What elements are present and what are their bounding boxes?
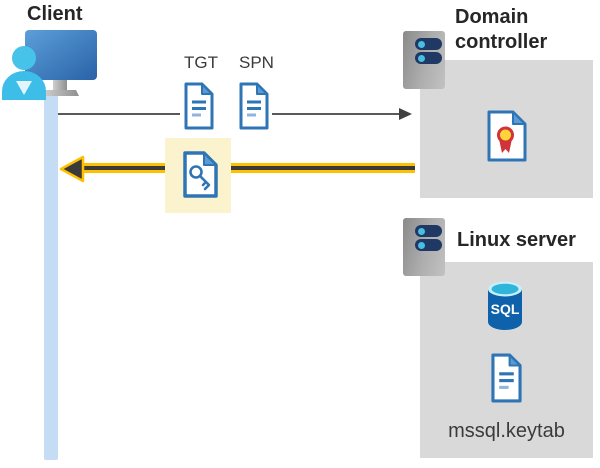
- sql-database-icon: SQL: [488, 281, 522, 330]
- request-arrow-line: [272, 113, 399, 115]
- response-arrow-line: [76, 163, 415, 173]
- document-with-key-icon: [183, 151, 218, 198]
- user-with-monitor-icon: [2, 30, 97, 100]
- domain-controller-label: Domain controller: [455, 6, 548, 53]
- spn-label: SPN: [239, 53, 274, 72]
- keytab-filename-label: mssql.keytab: [448, 420, 565, 442]
- client-lifeline: [44, 93, 58, 460]
- tgt-label: TGT: [184, 53, 218, 72]
- linux-server-icon: [403, 218, 445, 276]
- linux-server-label: Linux server: [457, 229, 576, 251]
- domain-controller-server-icon: [403, 31, 445, 89]
- tgt-ticket: TGT: [184, 53, 218, 135]
- response-arrowhead-icon: [59, 155, 85, 183]
- spn-document-icon: [239, 82, 269, 130]
- request-arrow-line: [58, 113, 180, 115]
- client-label: Client: [27, 3, 83, 25]
- tgt-document-icon: [184, 82, 214, 130]
- server-drive-bar: [415, 52, 442, 64]
- server-drive-bar: [415, 38, 442, 50]
- request-arrowhead-icon: [399, 108, 412, 120]
- sql-text: SQL: [491, 301, 520, 317]
- certificate-icon: [487, 110, 527, 162]
- server-drive-bar: [415, 225, 442, 237]
- spn-ticket: SPN: [239, 53, 274, 135]
- server-drive-bar: [415, 239, 442, 251]
- keytab-document-icon: [491, 353, 522, 403]
